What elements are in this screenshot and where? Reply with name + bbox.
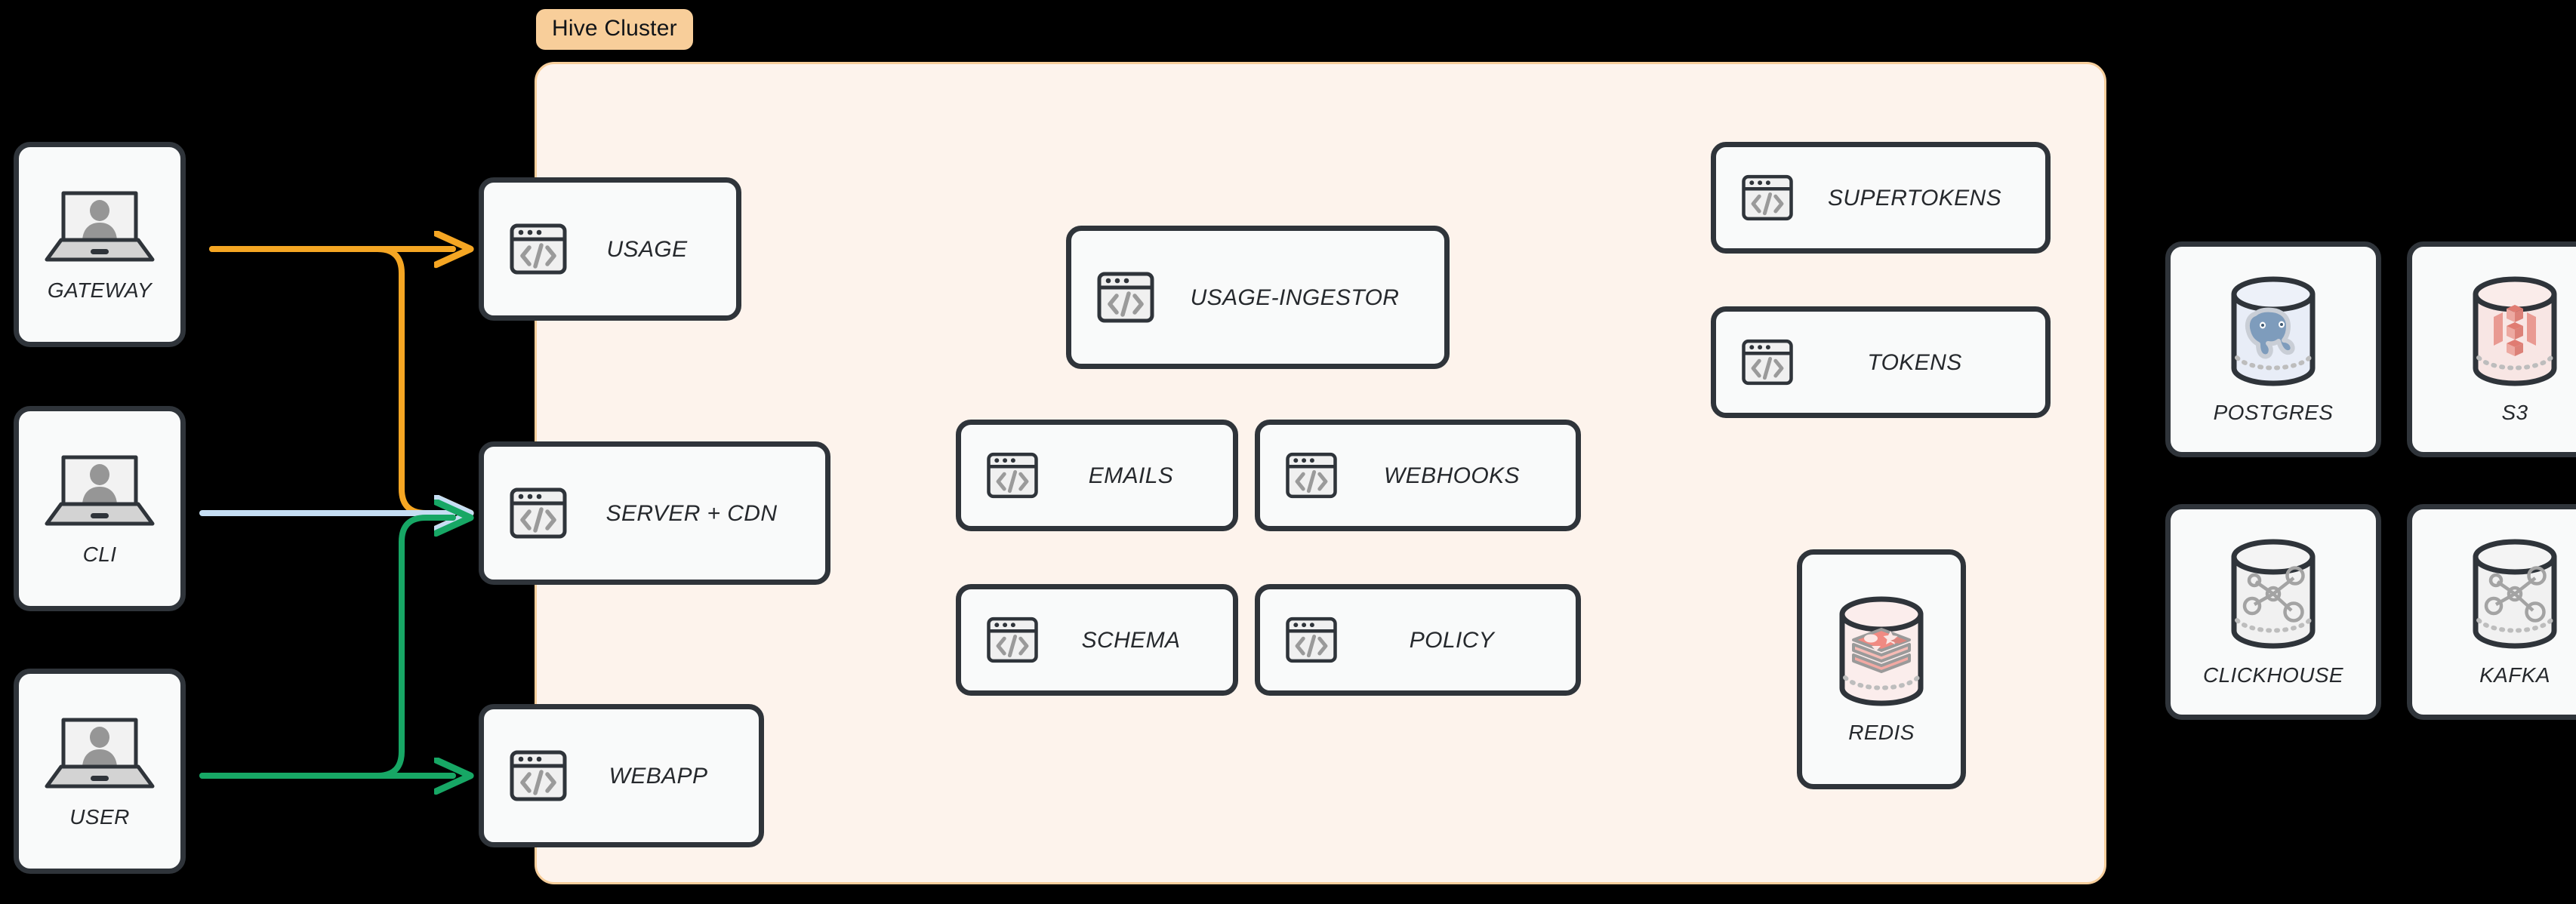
laptop-user-icon [43,714,156,792]
service-label: USAGE [606,236,688,262]
postgres-cylinder-icon [2220,275,2326,388]
datastore-label: CLICKHOUSE [2202,663,2344,687]
code-window-icon [508,746,569,806]
service-policy[interactable]: POLICY [1255,584,1581,696]
code-window-icon [1740,335,1795,389]
datastore-postgres[interactable]: POSTGRES [2165,241,2381,457]
service-label: SCHEMA [1081,627,1181,653]
service-label: EMAILS [1088,463,1174,488]
code-window-icon [1095,267,1156,327]
code-window-icon [1284,448,1339,503]
service-usage[interactable]: USAGE [479,177,741,321]
code-window-icon [985,448,1040,503]
service-label: POLICY [1409,627,1495,653]
service-label: TOKENS [1867,349,1962,375]
client-label: CLI [82,542,117,566]
service-schema[interactable]: SCHEMA [956,584,1238,696]
code-window-icon [985,613,1040,667]
service-webhooks[interactable]: WEBHOOKS [1255,420,1581,531]
datastore-kafka[interactable]: KAFKA [2407,504,2576,720]
code-window-icon [1740,171,1795,225]
hive-cluster-badge: Hive Cluster [536,9,693,50]
laptop-user-icon [43,187,156,266]
client-label: GATEWAY [47,278,153,302]
nodegraph-cylinder-icon [2462,537,2568,650]
nodegraph-cylinder-icon [2220,537,2326,650]
redis-cylinder-icon [1829,595,1934,708]
client-node-gateway[interactable]: GATEWAY [14,142,186,347]
edge-user-to-server-cdn [199,518,453,779]
laptop-user-icon [43,451,156,530]
code-window-icon [1284,613,1339,667]
service-supertokens[interactable]: SUPERTOKENS [1711,142,2051,254]
service-webapp[interactable]: WEBAPP [479,704,764,847]
service-label: USAGE-INGESTOR [1190,284,1400,310]
service-label: WEBHOOKS [1384,463,1520,488]
datastore-label: REDIS [1848,720,1915,744]
client-node-cli[interactable]: CLI [14,406,186,611]
service-server-cdn[interactable]: SERVER + CDN [479,441,830,585]
client-node-user[interactable]: USER [14,669,186,874]
datastore-s3[interactable]: S3 [2407,241,2576,457]
service-usage-ingestor[interactable]: USAGE-INGESTOR [1066,226,1450,369]
service-label: SUPERTOKENS [1827,185,2002,211]
datastore-label: S3 [2501,400,2528,424]
client-label: USER [69,804,130,829]
datastore-redis[interactable]: REDIS [1797,549,1966,789]
service-emails[interactable]: EMAILS [956,420,1238,531]
code-window-icon [508,483,569,543]
service-label: SERVER + CDN [605,500,778,526]
datastore-clickhouse[interactable]: CLICKHOUSE [2165,504,2381,720]
datastore-label: POSTGRES [2213,400,2334,424]
service-tokens[interactable]: TOKENS [1711,306,2051,418]
datastore-label: KAFKA [2479,663,2550,687]
code-window-icon [508,219,569,279]
edge-gateway-to-server-cdn [209,246,453,513]
service-label: WEBAPP [609,763,708,789]
s3-cylinder-icon [2462,275,2568,388]
